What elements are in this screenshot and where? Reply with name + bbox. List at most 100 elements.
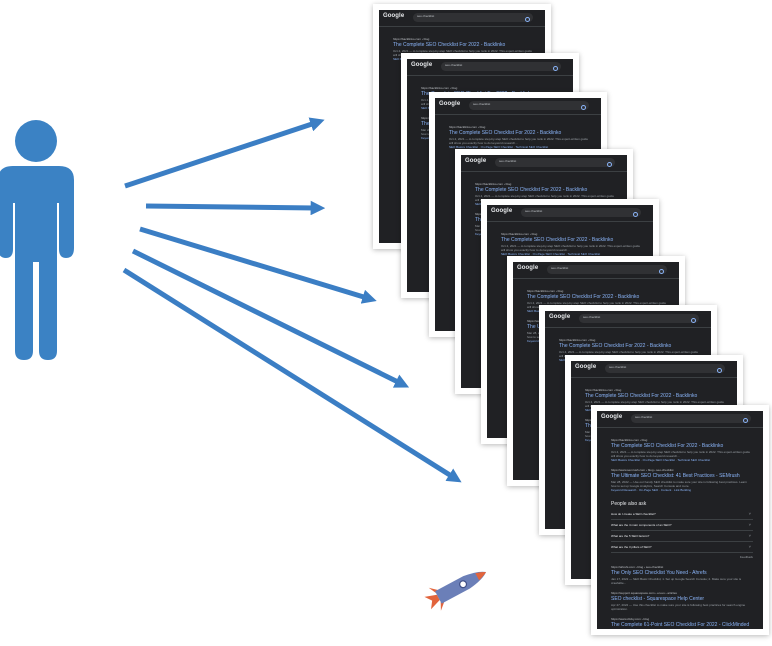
result-url: https://www.clicky.com › blog	[611, 617, 650, 621]
result-sitelinks[interactable]: Keyword Research · On-Page SEO · Content…	[611, 488, 692, 492]
result-title-link[interactable]: The Complete SEO Checklist For 2022 - Ba…	[393, 42, 506, 48]
search-input[interactable]: seo checklist	[605, 364, 725, 373]
serp-screenshot: Google seo checklist https://backlinko.com…	[591, 405, 769, 635]
google-logo: Google	[601, 414, 623, 420]
paa-question[interactable]: What are the 3 pillars of SEO?	[611, 542, 753, 553]
paa-question[interactable]: What are the 4 main components of an SEO…	[611, 520, 753, 531]
paa-question[interactable]: How do I create a SEO checklist?	[611, 509, 753, 520]
serp-header: Google seo checklist	[487, 205, 653, 222]
serp-header: Google seo checklist	[461, 155, 627, 172]
serp-header: Google seo checklist	[407, 59, 573, 76]
search-icon[interactable]	[691, 318, 696, 323]
result-url: https://backlinko.com › blog	[475, 182, 512, 186]
result-title-link[interactable]: SEO checklist - Squarespace Help Center	[611, 596, 705, 602]
serp-header: Google seo checklist	[571, 361, 737, 378]
search-icon[interactable]	[607, 162, 612, 167]
search-input[interactable]: seo checklist	[579, 314, 699, 323]
search-result: https://support.squarespace.com › en-us …	[611, 591, 753, 611]
result-url: https://backlinko.com › blog	[501, 232, 538, 236]
result-sitelinks[interactable]: SEO Basics Checklist · On-Page SEO Check…	[449, 145, 549, 149]
google-logo: Google	[549, 314, 571, 320]
people-also-ask-heading: People also ask	[611, 501, 647, 507]
person-icon	[0, 120, 74, 360]
arrow-3	[139, 226, 377, 304]
result-url: https://backlinko.com › blog	[449, 125, 486, 129]
result-sitelinks[interactable]: SEO Basics Checklist · On-Page SEO Check…	[611, 458, 711, 462]
result-url: https://backlinko.com › blog	[421, 86, 458, 90]
result-url: https://backlinko.com › blog	[585, 388, 622, 392]
serp-header: Google seo checklist	[435, 98, 601, 115]
google-logo: Google	[491, 208, 513, 214]
arrow-4	[131, 248, 410, 388]
result-snippet: Oct 4, 2021 — A complete step-by-step SE…	[449, 137, 589, 145]
feedback-link[interactable]: Feedback	[739, 555, 753, 559]
search-query: seo checklist	[417, 14, 435, 18]
result-title-link[interactable]: The Complete SEO Checklist For 2022 - Ba…	[527, 294, 640, 300]
paa-question[interactable]: What are the 5 SEO factors?	[611, 531, 753, 542]
result-url: https://backlinko.com › blog	[393, 37, 430, 41]
search-query: seo checklist	[525, 209, 543, 213]
result-snippet: Mar 28, 2022 — Use our handy SEO checkli…	[611, 480, 747, 488]
result-snippet: Apr 27, 2022 — Use this checklist to mak…	[611, 603, 746, 611]
result-snippet: Jan 17, 2022 — SEO Basic Checklist; 1. S…	[611, 577, 742, 585]
serp-header: Google seo checklist	[545, 311, 711, 328]
search-icon[interactable]	[717, 368, 722, 373]
google-logo: Google	[575, 364, 597, 370]
result-title-link[interactable]: The Complete SEO Checklist For 2022 - Ba…	[559, 343, 672, 349]
search-icon[interactable]	[633, 212, 638, 217]
result-title-link[interactable]: The Ultimate SEO Checklist: 41 Best Prac…	[611, 473, 740, 479]
search-query: seo checklist	[551, 266, 569, 270]
search-input[interactable]: seo checklist	[495, 158, 615, 167]
search-icon[interactable]	[743, 418, 748, 423]
google-logo: Google	[439, 101, 461, 107]
google-logo: Google	[465, 158, 487, 164]
search-result: https://ahrefs.com › blog › seo-checklis…	[611, 565, 753, 585]
result-url: https://www.semrush.com › blog › seo-che…	[611, 468, 674, 472]
search-input[interactable]: seo checklist	[469, 101, 589, 110]
arrows-group	[122, 117, 462, 483]
serp-header: Google seo checklist	[379, 10, 545, 27]
search-icon[interactable]	[553, 66, 558, 71]
search-input[interactable]: seo checklist	[631, 414, 751, 423]
rocket-icon	[424, 571, 487, 611]
result-title-link[interactable]: The Complete SEO Checklist For 2022 - Ba…	[585, 393, 698, 399]
search-icon[interactable]	[581, 105, 586, 110]
result-title-link[interactable]: The Complete 61-Point SEO Checklist For …	[611, 622, 750, 628]
result-title-link[interactable]: The Only SEO Checklist You Need - Ahrefs	[611, 570, 707, 576]
search-query: seo checklist	[583, 315, 601, 319]
search-icon[interactable]	[525, 17, 530, 22]
result-title-link[interactable]: The Complete SEO Checklist For 2022 - Ba…	[475, 187, 588, 193]
result-url: https://ahrefs.com › blog › seo-checklis…	[611, 565, 664, 569]
search-input[interactable]: seo checklist	[547, 265, 667, 274]
result-title-link[interactable]: The Complete SEO Checklist For 2022 - Ba…	[611, 443, 724, 449]
google-logo: Google	[383, 13, 405, 19]
result-url: https://backlinko.com › blog	[611, 438, 648, 442]
result-url: https://backlinko.com › blog	[527, 289, 564, 293]
search-input[interactable]: seo checklist	[521, 208, 641, 217]
search-query: seo checklist	[445, 63, 463, 67]
result-title-link[interactable]: The Complete SEO Checklist For 2022 - Ba…	[449, 130, 562, 136]
google-logo: Google	[411, 62, 433, 68]
arrow-1	[124, 117, 325, 189]
search-query: seo checklist	[635, 415, 653, 419]
result-title-link[interactable]: The Complete SEO Checklist For 2022 - Ba…	[501, 237, 614, 243]
result-snippet: Oct 4, 2021 — A complete step-by-step SE…	[501, 244, 641, 252]
result-sitelinks[interactable]: SEO Basics Checklist · On-Page SEO Check…	[501, 252, 601, 256]
search-query: seo checklist	[499, 159, 517, 163]
result-snippet: Oct 4, 2021 — A complete step-by-step SE…	[611, 450, 751, 458]
search-input[interactable]: seo checklist	[441, 62, 561, 71]
serp-page: Google seo checklist https://backlinko.com…	[597, 411, 763, 629]
search-input[interactable]: seo checklist	[413, 13, 533, 22]
serp-header: Google seo checklist	[597, 411, 763, 428]
search-icon[interactable]	[659, 269, 664, 274]
search-result: https://www.semrush.com › blog › seo-che…	[611, 468, 753, 492]
